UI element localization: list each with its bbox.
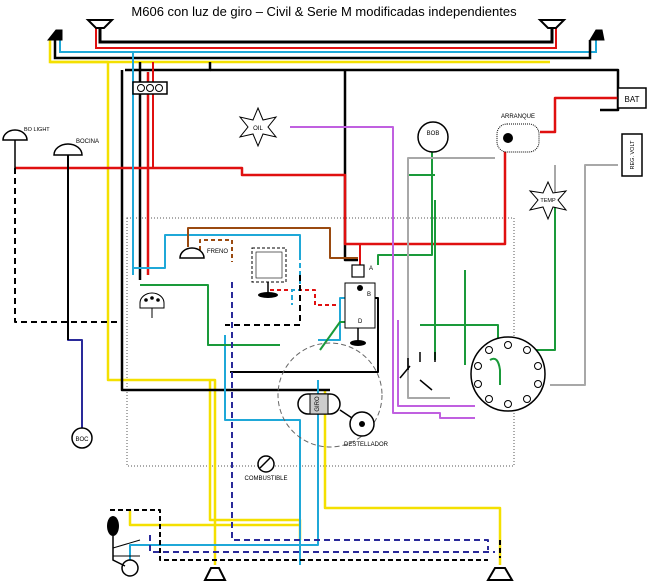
light-switch: [251, 247, 287, 298]
terminal-b-label: B: [367, 292, 371, 298]
arranque-label: ARRANQUE: [501, 114, 535, 120]
bo-light-lamp: [2, 129, 28, 168]
switch-contacts: [399, 352, 436, 391]
bob-label: BOB: [427, 131, 440, 137]
oil-pressure-sender-icon: [238, 106, 278, 148]
flasher-unit: [339, 409, 375, 437]
top-bus-wires: [48, 28, 597, 64]
starter-motor: [496, 123, 540, 153]
freno-label: FRENO: [207, 249, 228, 255]
horn-icon: [85, 19, 567, 29]
turn-signal-module: [277, 342, 383, 448]
bo-light-label: BO LIGHT: [24, 127, 50, 133]
temp-sender-icon: [528, 180, 568, 221]
diagram-title: M606 con luz de giro – Civil & Serie M m…: [131, 4, 517, 19]
ignition-switch: [344, 264, 376, 346]
trailer-socket: [107, 516, 141, 577]
connector-block: [132, 81, 168, 95]
bocina-label: BOCINA: [76, 139, 99, 145]
horn-button: [71, 427, 93, 449]
terminal-d-label: D: [358, 319, 363, 325]
bat-label: BAT: [625, 95, 640, 104]
battery: [617, 87, 647, 109]
oil-label: OIL: [253, 126, 263, 132]
bocina-horn: [53, 143, 83, 156]
coil: [417, 121, 449, 153]
giro-label: GIRO: [315, 396, 321, 412]
brake-light-switch: [179, 247, 205, 259]
reg-volt-label: REG. VOLT: [630, 140, 636, 170]
headlight-icon: [46, 29, 605, 41]
voltage-regulator: [621, 133, 643, 177]
rear-connector-plug: [139, 292, 165, 318]
destellador-label: DESTELLADOR: [344, 442, 389, 448]
distributor: [470, 336, 546, 412]
temp-label: TEMP: [540, 198, 556, 204]
terminal-a-label: A: [369, 266, 373, 272]
combustible-label: COMBUSTIBLE: [244, 476, 287, 482]
boc-label: BOC: [75, 437, 89, 443]
fuel-gauge-icon: [257, 455, 275, 473]
horn-icon: [203, 567, 514, 581]
